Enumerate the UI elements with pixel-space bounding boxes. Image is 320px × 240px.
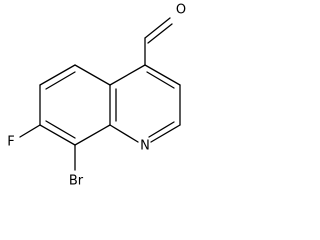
- bond-c7-fluorine: [19, 124, 41, 138]
- atom-label-oxygen: O: [176, 3, 186, 18]
- bond-c2-n1: [150, 124, 181, 143]
- atom-label-fluorine: F: [7, 135, 14, 150]
- bond-c7-c8: [39, 124, 76, 146]
- bond-c4-c4a: [109, 64, 146, 86]
- bond-c8-c8a: [74, 124, 111, 146]
- bond-cho-oxygen-double-a: [144, 17, 171, 39]
- chemical-structure-diagram: O F N Br: [7, 3, 186, 189]
- bond-c4-c3-inner: [146, 71, 175, 89]
- bond-n1-c8a: [109, 124, 139, 143]
- atom-label-bromine: Br: [69, 174, 84, 189]
- bond-c4-c3: [144, 64, 181, 86]
- bond-c7-c8-inner: [45, 120, 76, 139]
- bond-c5-c6: [39, 64, 76, 86]
- bond-c4a-c5: [74, 64, 111, 86]
- bond-c5-c6-inner: [45, 71, 76, 90]
- bond-cho-oxygen-double-b: [147, 23, 173, 44]
- bond-c2-n1-inner: [148, 121, 175, 138]
- atom-label-nitrogen: N: [140, 139, 150, 154]
